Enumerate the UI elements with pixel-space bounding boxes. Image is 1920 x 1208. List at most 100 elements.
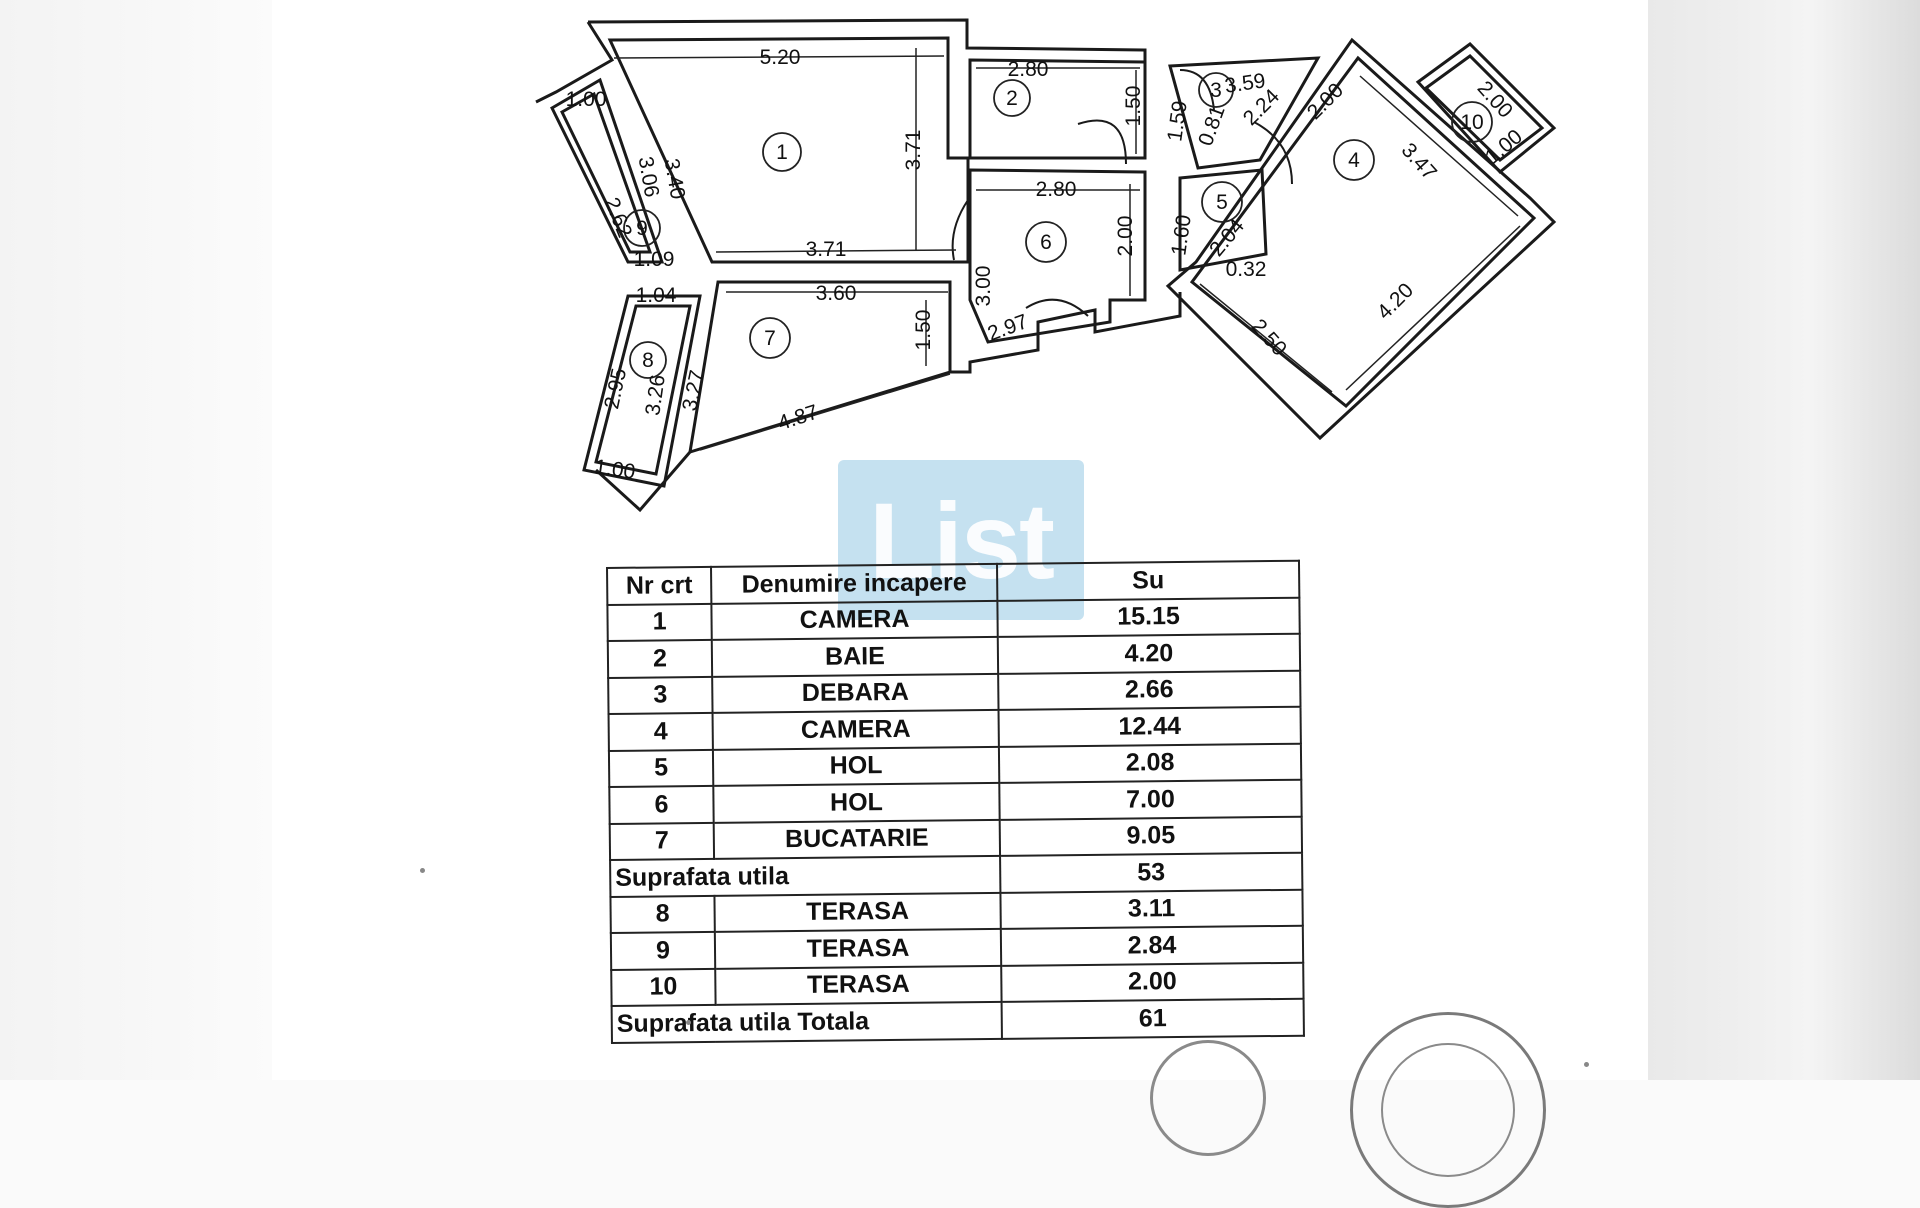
scan-speck [686,1020,691,1025]
dimension-label: 3.27 [678,368,709,413]
dimension-label: 5.20 [760,46,801,69]
cell-area: 3.11 [1000,889,1303,929]
room-marker-6 [1025,221,1067,263]
room-marker-3 [1198,72,1234,108]
cell-name: DEBARA [712,673,999,713]
room-number-label: 5 [1216,191,1228,214]
cell-area: 2.66 [998,670,1301,710]
cell-area: 2.08 [998,743,1302,783]
outer-wall-south-west [594,451,692,513]
dimension-label: 3.60 [816,282,857,305]
total-area: 61 [1001,998,1304,1039]
room-marker-1 [762,132,802,172]
cell-area: 15.15 [997,597,1300,637]
cell-nr: 8 [610,895,715,933]
scan-speck [1584,1062,1589,1067]
dimension-label: 0.81 [1194,103,1230,149]
outer-wall-west [535,21,615,104]
terrace-9-outline [550,77,665,264]
room-number-label: 3 [1210,79,1222,102]
room-3-outline [1168,56,1321,170]
room-number-label: 1 [776,141,788,164]
dimension-label: 3.71 [806,238,847,261]
cell-nr: 9 [610,931,716,970]
dimension-label: 1.09 [634,248,675,271]
room-number-label: 10 [1460,111,1483,134]
header-nr: Nr crt [607,566,712,605]
dimension-label: 1.00 [593,455,637,483]
room-number-label: 8 [642,349,654,372]
header-area: Su [996,560,1300,601]
dimension-label: 0.32 [1226,258,1267,281]
dimension-label: 2.95 [600,366,631,411]
dimension-label: 2.00 [1114,216,1137,257]
room-6-outline [968,168,1147,344]
outer-wall-north [587,18,1147,70]
room-marker-4 [1333,139,1375,181]
cell-nr: 1 [607,603,712,641]
dimension-label: 2.00 [1303,79,1348,124]
room-marker-5 [1201,181,1243,223]
cell-nr: 5 [608,749,714,787]
dimension-label: 3.26 [641,373,669,417]
dimension-label: 2.97 [985,310,1031,346]
room-4-outer [1165,37,1557,441]
cell-name: HOL [712,746,1000,786]
room-marker-7 [749,317,791,359]
cell-nr: 3 [608,676,713,714]
room-4-outline [1189,55,1537,409]
room-marker-9 [623,209,661,247]
dimension-label: 1.50 [912,310,935,351]
cell-name: CAMERA [711,600,998,640]
door-swing [1025,298,1089,317]
cell-name: BUCATARIE [713,819,1001,859]
stamp-seal [1150,1040,1266,1156]
dimension-label: 3.00 [972,266,995,307]
subtotal-area: 53 [1000,852,1303,893]
cell-nr: 2 [607,639,713,678]
dimension-label: 2.80 [1008,58,1049,81]
cell-nr: 6 [609,785,714,824]
cell-name: BAIE [711,636,999,677]
dimension-label: 1.04 [636,284,677,307]
room-5-outline [1178,168,1268,272]
dimension-label: 3.47 [1397,139,1441,185]
dimension-label: 3.71 [902,130,925,171]
cell-area: 2.84 [1000,925,1304,966]
terrace-9-inner [560,91,653,254]
cell-area: 12.44 [998,706,1301,747]
room-number-label: 7 [764,327,776,350]
room-number-label: 9 [636,217,648,240]
dimension-label: 1.00 [566,88,607,111]
terrace-8-inner [594,304,692,476]
room-number-label: 6 [1040,231,1052,254]
cell-nr: 7 [609,822,715,860]
room-number-label: 4 [1348,149,1360,172]
list-watermark: List [838,460,1084,620]
terrace-10-inner [1423,54,1545,162]
cell-area: 9.05 [999,816,1303,856]
room-2-outline [968,58,1147,160]
dimension-label: 4.87 [775,401,821,436]
dimension-label: 1.60 [1167,213,1195,257]
dimension-label: 4.20 [1373,279,1418,324]
door-swing [1179,69,1215,111]
total-row: Suprafata utila Totala 61 [611,998,1304,1043]
room-marker-2 [993,79,1031,117]
outer-wall-south [950,292,1182,374]
dimension-label: 1.50 [1122,86,1145,127]
room-1-outline [607,36,970,264]
door-swing [951,199,969,261]
subtotal-label: Suprafata utila [610,855,1001,897]
cell-name: HOL [713,782,1000,823]
dimension-label: 3.59 [1223,69,1267,97]
cell-nr: 4 [608,712,713,751]
cell-area: 4.20 [997,633,1301,674]
room-marker-8 [629,341,667,379]
left-margin [0,0,272,1080]
door-swing [1253,121,1293,185]
stamp-seal [1350,1012,1546,1208]
